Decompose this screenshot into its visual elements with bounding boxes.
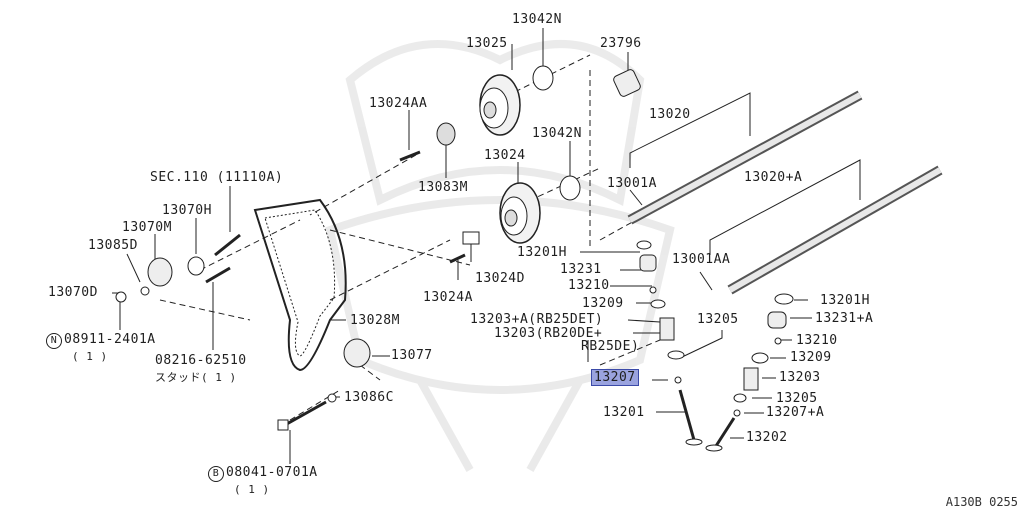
label-13205-right[interactable]: 13205 (776, 391, 818, 406)
label-08911-number: 08911-2401A (64, 332, 156, 347)
label-08216[interactable]: 08216-62510 (155, 353, 247, 368)
label-13086C[interactable]: 13086C (344, 390, 394, 405)
label-13070D[interactable]: 13070D (48, 285, 98, 300)
label-13201[interactable]: 13201 (603, 405, 645, 420)
label-13210-mid[interactable]: 13210 (568, 278, 610, 293)
seal-13042N-lower (559, 175, 581, 201)
label-13207A[interactable]: 13207+A (766, 405, 825, 420)
label-08911-qty: ( 1 ) (72, 350, 108, 363)
label-13024AA[interactable]: 13024AA (369, 96, 428, 111)
watermark (325, 40, 675, 472)
label-13231[interactable]: 13231 (560, 262, 602, 277)
sensor-23796 (613, 69, 641, 97)
label-13085D[interactable]: 13085D (88, 238, 138, 253)
label-08041-number: 08041-0701A (226, 465, 318, 480)
circle-n-icon: N (46, 333, 62, 349)
label-13210-right[interactable]: 13210 (796, 333, 838, 348)
label-13024D[interactable]: 13024D (475, 271, 525, 286)
diagram-ref-code: A130B 0255 (945, 495, 1018, 509)
label-13028M[interactable]: 13028M (350, 313, 400, 328)
label-13201H-right[interactable]: 13201H (820, 293, 870, 308)
timing-belt (253, 198, 347, 372)
label-13201H-mid[interactable]: 13201H (517, 245, 567, 260)
cam-sprocket-lower (499, 182, 541, 244)
label-13077[interactable]: 13077 (391, 348, 433, 363)
label-13209-right[interactable]: 13209 (790, 350, 832, 365)
label-13070H[interactable]: 13070H (162, 203, 212, 218)
label-13202[interactable]: 13202 (746, 430, 788, 445)
label-rb25de[interactable]: RB25DE) (581, 339, 640, 354)
label-13042N-mid[interactable]: 13042N (532, 126, 582, 141)
label-13020A[interactable]: 13020+A (744, 170, 803, 185)
label-13203-rb20de[interactable]: 13203(RB20DE+ (494, 326, 603, 341)
camshaft-exhaust (627, 90, 863, 225)
label-08041-qty: ( 1 ) (234, 483, 270, 496)
label-13070M[interactable]: 13070M (122, 220, 172, 235)
label-13024[interactable]: 13024 (484, 148, 526, 163)
label-sec110[interactable]: SEC.110 (11110A) (150, 170, 284, 185)
label-stud-qty: スタッド( 1 ) (155, 371, 237, 384)
label-13209-mid[interactable]: 13209 (582, 296, 624, 311)
label-13205-mid[interactable]: 13205 (697, 312, 739, 327)
seal-13042N-upper (532, 65, 554, 91)
label-13203A-rb25det[interactable]: 13203+A(RB25DET) (470, 312, 604, 327)
label-13083M[interactable]: 13083M (418, 180, 468, 195)
label-13231A[interactable]: 13231+A (815, 311, 874, 326)
cam-sprocket-upper (479, 74, 521, 136)
label-13001A[interactable]: 13001A (607, 176, 657, 191)
label-23796[interactable]: 23796 (600, 36, 642, 51)
label-13025[interactable]: 13025 (466, 36, 508, 51)
label-13042N-top[interactable]: 13042N (512, 12, 562, 27)
label-13024A[interactable]: 13024A (423, 290, 473, 305)
label-13203-right[interactable]: 13203 (779, 370, 821, 385)
label-13207-highlighted[interactable]: 13207 (591, 369, 639, 386)
label-13001AA[interactable]: 13001AA (672, 252, 731, 267)
label-13020[interactable]: 13020 (649, 107, 691, 122)
circle-b-icon: B (208, 466, 224, 482)
camshaft-intake (727, 165, 943, 295)
